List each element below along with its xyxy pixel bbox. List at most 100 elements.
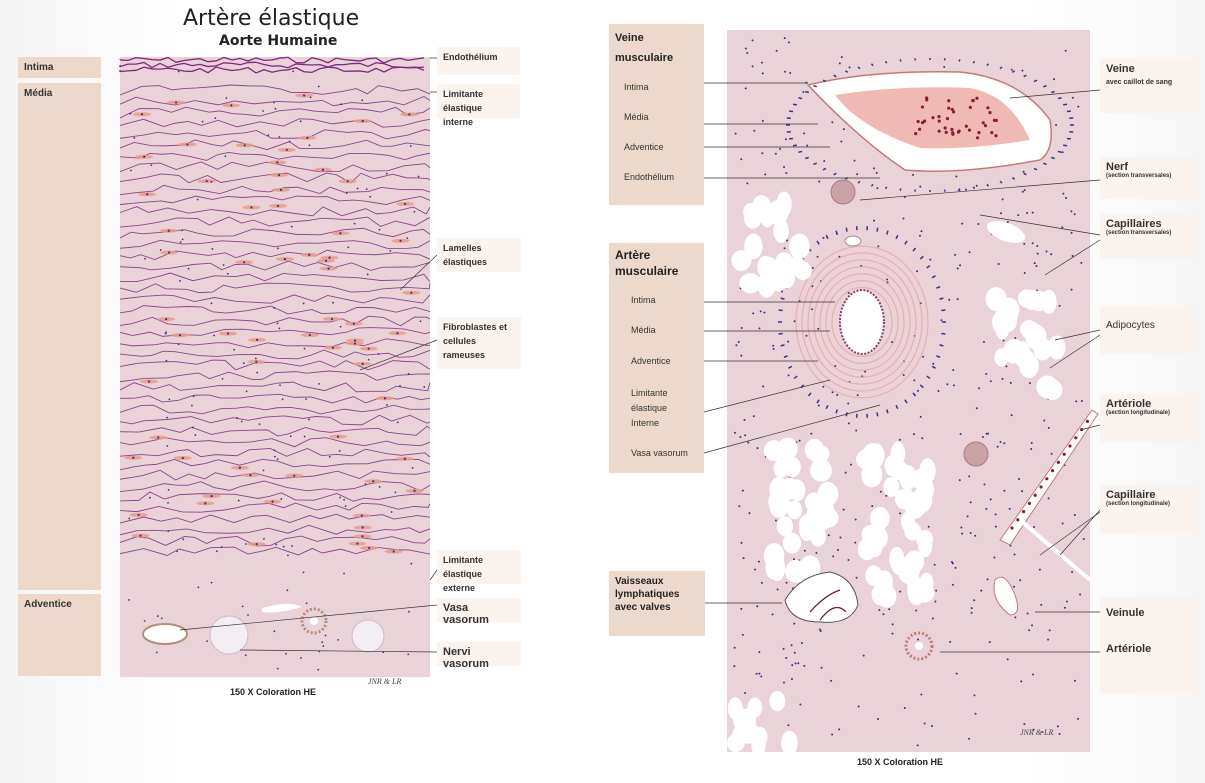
nucleus-dot xyxy=(740,158,743,161)
nucleus-dot xyxy=(855,429,858,432)
nucleus-dot xyxy=(167,530,170,533)
leader-line xyxy=(179,604,438,631)
fibroblast-nucleus xyxy=(352,322,355,325)
nucleus-dot xyxy=(752,312,755,315)
nucleus-dot xyxy=(347,246,350,249)
artery-adventice-nucleus xyxy=(895,404,899,410)
nucleus-dot xyxy=(940,319,943,322)
nucleus-dot xyxy=(1001,377,1004,380)
adipocyte xyxy=(810,458,832,482)
nucleus-dot xyxy=(955,175,958,178)
nucleus-dot xyxy=(855,576,858,579)
elastic-lamella xyxy=(119,349,431,360)
nucleus-dot xyxy=(177,343,180,346)
fibroblast-nucleus xyxy=(285,148,288,152)
nucleus-dot xyxy=(934,600,937,603)
fibroblast-nucleus xyxy=(368,546,371,550)
nerve-bundle xyxy=(209,615,249,655)
nucleus-dot xyxy=(258,423,261,426)
nucleus-dot xyxy=(937,390,940,393)
nucleus-dot xyxy=(1073,679,1076,682)
nucleus-dot xyxy=(756,447,759,450)
nucleus-dot xyxy=(946,383,949,386)
nucleus-dot xyxy=(873,219,876,222)
nucleus-dot xyxy=(951,562,954,565)
nucleus-dot xyxy=(952,369,955,372)
blood-cell xyxy=(1027,501,1031,505)
fibroblast-nucleus xyxy=(143,155,146,158)
nucleus-dot xyxy=(983,483,986,486)
label-capillaire-long-sub: (section longitudinale) xyxy=(1106,501,1170,507)
nucleus-dot xyxy=(356,187,359,190)
nucleus-dot xyxy=(819,629,822,632)
nucleus-dot xyxy=(276,458,279,461)
nucleus-dot xyxy=(847,558,850,561)
label-vasa-vasorum: Vasa vasorum xyxy=(437,598,521,626)
nucleus-dot xyxy=(985,507,988,510)
veine-item-adventice: Adventice xyxy=(624,142,664,152)
nucleus-dot xyxy=(1009,381,1012,384)
nucleus-dot xyxy=(734,132,737,135)
artery-adventice-nucleus xyxy=(904,399,908,404)
nucleus-dot xyxy=(194,434,197,436)
nucleus-dot xyxy=(891,623,894,626)
artere-item-intima: Intima xyxy=(631,295,656,305)
nucleus-dot xyxy=(275,543,278,546)
nucleus-dot xyxy=(779,147,782,150)
nucleus-dot xyxy=(827,534,830,537)
nucleus-dot xyxy=(214,117,217,120)
artery-adventice-nucleus xyxy=(926,375,931,380)
nucleus-dot xyxy=(224,155,227,158)
nucleus-dot xyxy=(916,744,919,747)
nucleus-dot xyxy=(739,436,742,439)
nucleus-dot xyxy=(882,613,885,616)
blood-cell xyxy=(950,107,954,112)
nucleus-dot xyxy=(192,395,195,398)
leader-line xyxy=(1079,424,1101,431)
elastic-lamella xyxy=(119,294,431,304)
vein-wall-nucleus xyxy=(813,162,817,166)
vein-wall-nucleus xyxy=(1057,150,1062,153)
nucleus-dot xyxy=(409,145,412,147)
nucleus-dot xyxy=(1000,212,1003,215)
group-lymphatiques: Vaisseaux lymphatiques avec valves xyxy=(609,571,705,636)
nucleus-dot xyxy=(1031,242,1034,245)
adipocyte xyxy=(905,495,926,519)
nucleus-dot xyxy=(305,602,308,605)
leader-line xyxy=(1009,89,1101,99)
fibroblast-nucleus xyxy=(339,232,342,235)
nucleus-dot xyxy=(332,301,334,304)
nucleus-dot xyxy=(862,654,865,657)
nucleus-dot xyxy=(1003,442,1006,445)
nucleus-dot xyxy=(399,385,401,387)
nucleus-dot xyxy=(1008,507,1011,510)
adipocyte xyxy=(857,538,877,561)
nucleus-dot xyxy=(247,614,249,616)
elastic-lamella xyxy=(119,502,431,513)
fibroblast-nucleus xyxy=(328,256,331,259)
nucleus-dot xyxy=(226,272,229,275)
nucleus-dot xyxy=(879,490,882,493)
nucleus-dot xyxy=(215,550,218,553)
nucleus-dot xyxy=(838,728,841,731)
veine-item-intima: Intima xyxy=(624,82,649,92)
vein-wall-nucleus xyxy=(1057,97,1062,100)
adipocyte xyxy=(782,532,802,554)
vein-wall-nucleus xyxy=(1051,90,1055,94)
nucleus-dot xyxy=(993,556,996,559)
adipocyte xyxy=(1028,290,1050,312)
artery-adventice-nucleus xyxy=(936,285,941,289)
nucleus-dot xyxy=(782,681,785,684)
nucleus-dot xyxy=(1033,262,1036,265)
adipocyte xyxy=(1007,338,1024,363)
nucleus-dot xyxy=(159,249,162,251)
adipocyte xyxy=(731,250,752,271)
left-signature: JNR & LR xyxy=(368,677,402,686)
nucleus-dot xyxy=(988,641,991,644)
elastic-lamella xyxy=(119,491,431,502)
nucleus-dot xyxy=(1056,725,1059,728)
elastic-lamella xyxy=(119,151,431,161)
artery-adventice-nucleus xyxy=(939,297,944,300)
nucleus-dot xyxy=(875,171,878,174)
adipocyte xyxy=(907,580,926,606)
